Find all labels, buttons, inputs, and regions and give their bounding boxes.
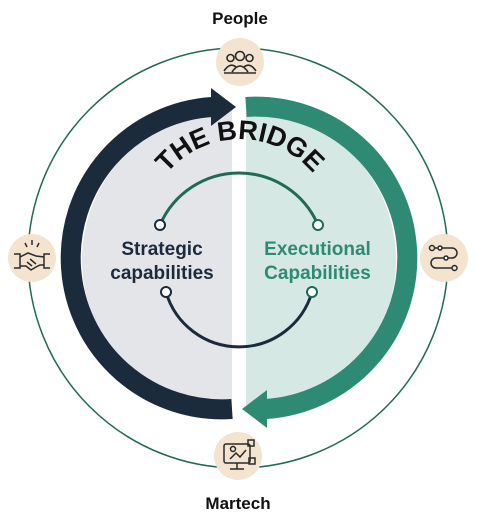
right-arrow-arc: [245, 96, 418, 419]
strategic-line-1: Strategic: [121, 239, 203, 260]
people-group-icon: [223, 50, 257, 74]
top-connector-arc: [158, 171, 320, 226]
strategic-line-2: capabilities: [110, 263, 214, 284]
node-people: [216, 38, 264, 86]
executional-line-1: Executional: [264, 239, 371, 260]
node-label-people: People: [212, 9, 268, 28]
handshake-icon: [14, 240, 50, 271]
martech-screen-icon: [223, 439, 256, 470]
right-arrow-head: [242, 390, 267, 428]
node-martech: [214, 432, 262, 480]
connector-dot-bottom-left: [160, 286, 172, 298]
executional-line-2: Capabilities: [264, 263, 371, 284]
node-handshake: [8, 234, 56, 282]
node-workflow: [420, 234, 468, 282]
left-arrow-head: [211, 88, 236, 126]
connector-dot-top-left: [154, 219, 166, 231]
executional-capabilities-label: Executional Capabilities: [245, 238, 390, 286]
workflow-icon: [428, 244, 458, 272]
node-label-martech: Martech: [205, 494, 271, 513]
left-arrow-arc: [60, 97, 233, 420]
strategic-capabilities-label: Strategic capabilities: [92, 238, 232, 286]
bottom-connector-arc: [164, 291, 314, 349]
connector-dot-top-right: [312, 219, 324, 231]
connector-dot-bottom-right: [306, 286, 318, 298]
